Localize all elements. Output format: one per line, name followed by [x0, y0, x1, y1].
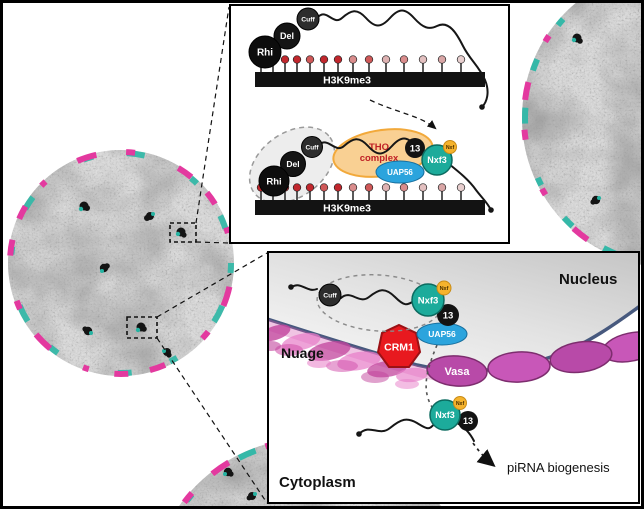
- crm1-protein: [376, 323, 422, 368]
- rna-end-dot: [479, 104, 485, 110]
- background-cells: [7, 3, 641, 506]
- cargo13-protein: [405, 138, 425, 158]
- connector-line: [195, 241, 230, 244]
- rhi-label: Rhi: [266, 176, 281, 187]
- cuff-label: Cuff: [306, 144, 320, 151]
- del-protein: [280, 151, 306, 177]
- vasa-granules: Vasa: [426, 331, 638, 387]
- rim-magenta-marks: [7, 149, 235, 377]
- uap56-label: UAP56: [428, 329, 456, 339]
- transition-arrow: [369, 99, 437, 130]
- cytoplasmic-complex: 13 Nxf3 Nxf: [356, 396, 478, 442]
- del-label: Del: [286, 159, 299, 169]
- inset-export-panel: Vasa CRM1 Cuff UAP56 13 Nxf3: [267, 251, 640, 504]
- vasa-protein: [426, 355, 488, 387]
- connector-line: [156, 252, 268, 318]
- cuff-label: Cuff: [323, 292, 337, 299]
- rna-end-dot: [288, 284, 294, 290]
- heterochromatin-foci: [223, 467, 257, 501]
- cuff-label: Cuff: [301, 16, 315, 23]
- rhi-protein: [258, 165, 290, 197]
- cargo13-label: 13: [410, 143, 421, 154]
- nxf3-label: Nxf3: [435, 410, 455, 420]
- vasa-label: Vasa: [444, 366, 470, 378]
- panel-export-machinery: H3K9me3 THO complex UAP56 13 Nxf3 Nxf Cu…: [248, 126, 494, 215]
- rna-left: [291, 284, 318, 291]
- del-label: Del: [280, 31, 294, 41]
- rna-tail-bottom: [448, 163, 492, 211]
- rhi-protein: [248, 35, 282, 69]
- nxf3-protein: [421, 144, 453, 176]
- exported-rna: [358, 418, 436, 435]
- connector-line: [156, 337, 268, 504]
- h3k9me3-bar-bottom: [255, 200, 485, 215]
- uap56-label: UAP56: [387, 168, 413, 177]
- tho-label-1: THO: [369, 142, 389, 153]
- crm1-label: CRM1: [384, 342, 414, 354]
- tho-label-2: complex: [360, 153, 399, 164]
- inset-chromatin-svg: H3K9me3 Cuff Del Rhi: [248, 7, 494, 215]
- zoom-box-top: [169, 222, 197, 243]
- nxf3-protein: [411, 283, 445, 317]
- pirna-arrow: [472, 442, 496, 467]
- nxf-badge-label: Nxf: [440, 286, 449, 292]
- pirna-biogenesis-label: piRNA biogenesis: [507, 460, 610, 475]
- nuclear-export-complex: Cuff UAP56 13 Nxf3 Nxf: [288, 274, 468, 408]
- rna-end-dot: [488, 207, 494, 213]
- cuff-protein: [296, 7, 320, 31]
- uap56-protein: [375, 160, 425, 184]
- cargo13-label: 13: [443, 310, 454, 321]
- rna-right: [340, 289, 415, 306]
- nxf-badge: [443, 140, 457, 154]
- connector-line: [195, 6, 230, 224]
- nxf-badge: [436, 280, 452, 296]
- h3k9me3-bar-top: [255, 72, 485, 87]
- nxf-badge-label: Nxf: [456, 401, 465, 407]
- h3k9me3-label-bottom: H3K9me3: [323, 203, 371, 215]
- inset-export-svg: Vasa CRM1 Cuff UAP56 13 Nxf3: [269, 253, 638, 491]
- cargo13-label: 13: [463, 416, 473, 426]
- zoom-box-bottom: [126, 316, 158, 339]
- nxf-badge: [453, 396, 467, 410]
- nxf3-protein: [429, 399, 461, 431]
- nucleus-label: Nucleus: [559, 271, 617, 288]
- cargo13-protein: [437, 304, 459, 326]
- heterochromatin-foci: [571, 33, 601, 205]
- cuff-protein: [318, 283, 342, 307]
- inset-chromatin-panel: H3K9me3 Cuff Del Rhi: [229, 4, 510, 244]
- rhi-label: Rhi: [257, 48, 273, 59]
- h3k9me3-marks-top: [256, 54, 466, 73]
- h3k9me3-label-top: H3K9me3: [323, 75, 371, 87]
- panel-rdc-only: H3K9me3 Cuff Del Rhi: [248, 7, 489, 110]
- cargo13-protein: [458, 411, 478, 431]
- cuff-protein: [301, 136, 323, 158]
- cell-nucleus-top-right: [521, 3, 641, 266]
- cytoplasm-label: Cytoplasm: [279, 474, 356, 491]
- cell-nucleus-large: [7, 149, 235, 377]
- nxf3-label: Nxf3: [418, 295, 439, 306]
- zoom-callouts: [126, 6, 268, 504]
- nxf3-label: Nxf3: [427, 155, 447, 165]
- nuage-label: Nuage: [281, 345, 324, 361]
- nascent-rna-top: [317, 9, 489, 108]
- del-protein: [273, 22, 301, 50]
- nxf-badge-label: Nxf: [446, 145, 455, 151]
